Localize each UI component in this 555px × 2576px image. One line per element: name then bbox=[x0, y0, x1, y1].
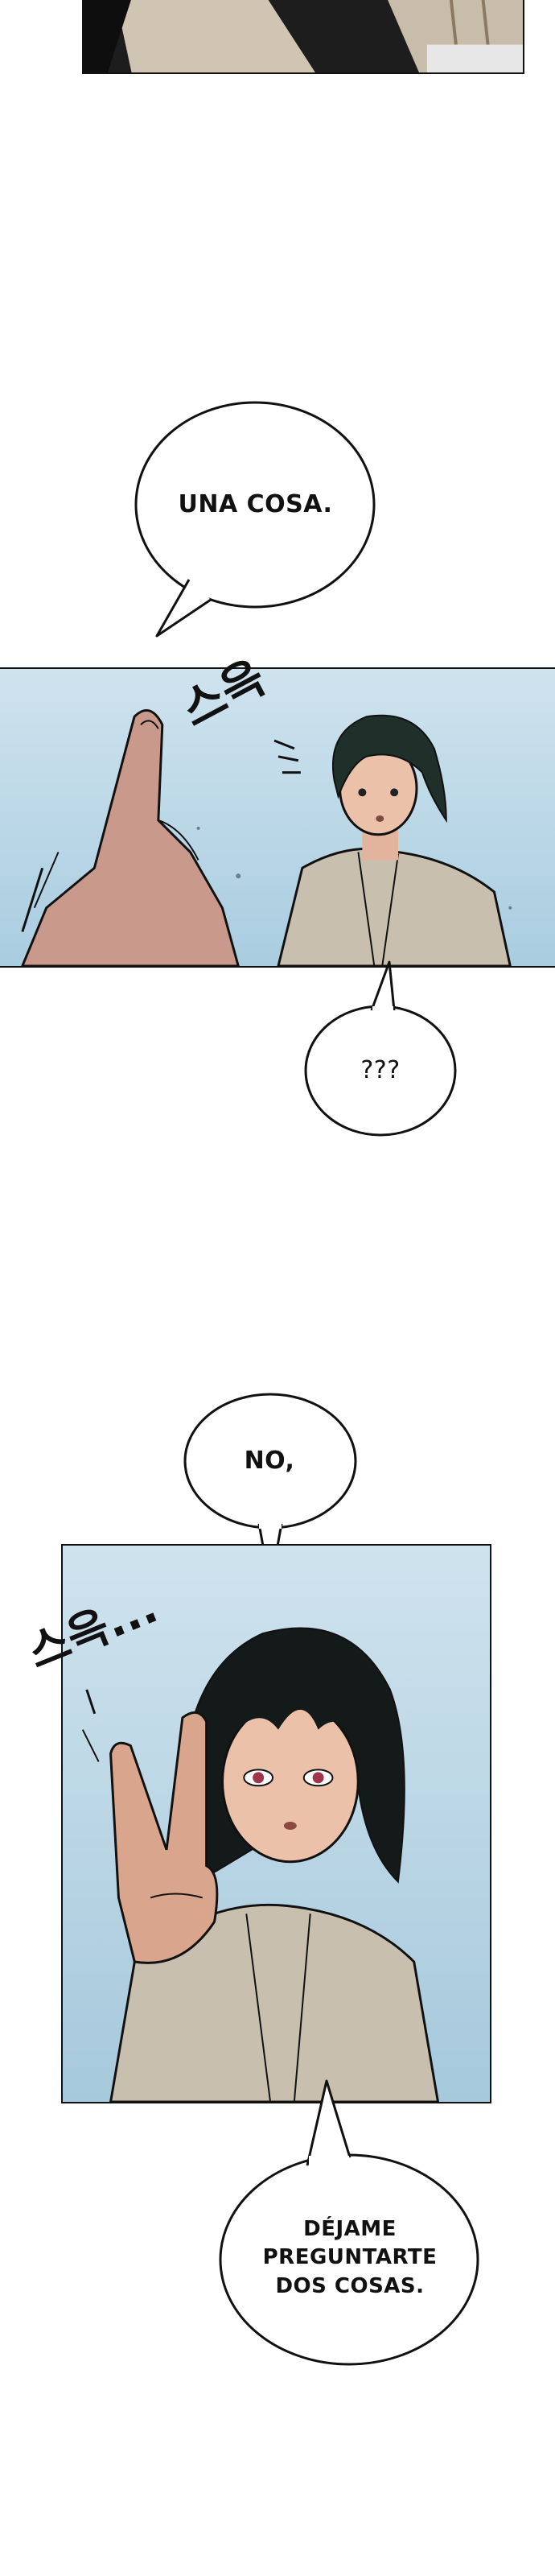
top-panel-fragment bbox=[82, 0, 524, 74]
panel-finger-boy bbox=[0, 667, 555, 968]
bubble-text-question: ??? bbox=[360, 1055, 401, 1084]
bubble-text-no: NO, bbox=[244, 1446, 295, 1475]
bubble-text-two-things: DÉJAME PREGUNTARTE DOS COSAS. bbox=[262, 2217, 438, 2298]
panel-two-fingers bbox=[61, 1544, 491, 2103]
panel-two-fingers-art bbox=[63, 1546, 490, 2102]
bubble-text-one-thing: UNA COSA. bbox=[178, 489, 333, 518]
panel-finger-boy-art bbox=[0, 669, 555, 966]
top-panel-art bbox=[84, 0, 523, 72]
